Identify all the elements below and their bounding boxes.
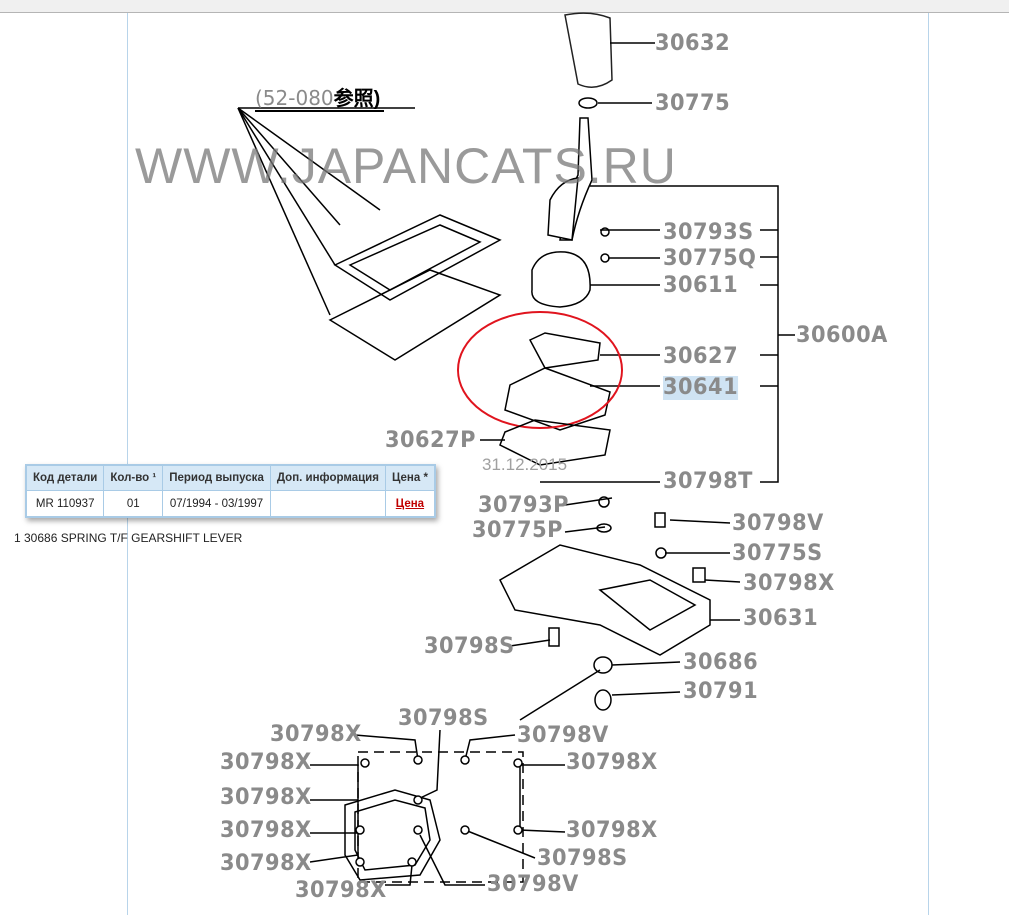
part-label[interactable]: 30798X <box>220 750 312 775</box>
browser-top-bar <box>0 0 1009 13</box>
part-code: MR 110937 <box>25 490 105 517</box>
part-label[interactable]: 30798V <box>517 723 609 748</box>
header-qty: Кол-во ¹ <box>103 465 164 491</box>
part-label[interactable]: 30775S <box>732 541 823 566</box>
part-label[interactable]: 30798V <box>487 872 579 897</box>
qty: 01 <box>103 490 164 517</box>
part-label[interactable]: 30798X <box>566 818 658 843</box>
part-label[interactable]: 30798T <box>663 469 753 494</box>
part-label[interactable]: 30798X <box>566 750 658 775</box>
underlying-part-text: 1 30686 SPRING T/F GEARSHIFT LEVER <box>14 531 243 545</box>
part-label[interactable]: 30686 <box>683 650 759 675</box>
header-period: Период выпуска <box>162 465 271 491</box>
part-label[interactable]: 30793P <box>478 493 569 518</box>
price-link[interactable]: Цена <box>395 497 425 510</box>
watermark: WWW.JAPANCATS.RU <box>135 138 677 194</box>
part-label[interactable]: 30798X <box>220 785 312 810</box>
part-label[interactable]: 30627P <box>385 428 476 453</box>
part-label[interactable]: 30798X <box>295 878 387 903</box>
part-label[interactable]: 30791 <box>683 679 759 704</box>
header-part-code: Код детали <box>25 465 105 491</box>
part-label[interactable]: 30632 <box>655 31 731 56</box>
lever-boot <box>531 251 591 308</box>
reference-suffix: 参照) <box>333 88 381 110</box>
shifter-housing <box>499 544 711 656</box>
reference-header: (52-080参照) <box>255 86 385 112</box>
gasket <box>528 332 601 369</box>
cover-frame <box>333 214 502 301</box>
bottom-gasket <box>344 789 441 881</box>
part-label[interactable]: 30798X <box>743 571 835 596</box>
washer <box>578 97 598 109</box>
part-label[interactable]: 30775 <box>655 91 731 116</box>
part-label[interactable]: 30798X <box>220 851 312 876</box>
part-label[interactable]: 30775Q <box>663 246 757 271</box>
part-label[interactable]: 30611 <box>663 273 739 298</box>
part-label[interactable]: 30600A <box>796 323 888 348</box>
part-label[interactable]: 30798X <box>270 722 362 747</box>
part-label[interactable]: 30798S <box>424 634 515 659</box>
boot-seal <box>328 269 502 361</box>
header-price: Цена * <box>384 465 435 491</box>
part-info-table: Код детали Кол-во ¹ Период выпуска Доп. … <box>25 465 435 517</box>
part-label[interactable]: 30798X <box>220 818 312 843</box>
period: 07/1994 - 03/1997 <box>162 490 271 517</box>
part-label[interactable]: 30793S <box>663 220 754 245</box>
part-label[interactable]: 30798V <box>732 511 824 536</box>
part-label[interactable]: 30631 <box>743 606 819 631</box>
price-cell: Цена <box>384 490 435 517</box>
shift-knob <box>564 12 613 88</box>
page-border-right <box>928 13 929 915</box>
part-label-highlighted[interactable]: 30641 <box>663 375 739 400</box>
table-row: MR 110937 01 07/1994 - 03/1997 Цена <box>25 490 435 517</box>
part-label[interactable]: 30798S <box>398 706 489 731</box>
part-label[interactable]: 30798S <box>537 846 628 871</box>
header-info: Доп. информация <box>269 465 386 491</box>
info <box>269 490 386 517</box>
part-label[interactable]: 30775P <box>472 518 563 543</box>
date-stamp: 31.12.2015 <box>482 455 568 474</box>
highlight-circle <box>457 311 623 429</box>
reference-number[interactable]: (52-080 <box>255 86 334 110</box>
plate <box>504 367 611 431</box>
part-info-popup: Код детали Кол-во ¹ Период выпуска Доп. … <box>25 464 436 518</box>
table-header-row: Код детали Кол-во ¹ Период выпуска Доп. … <box>25 465 435 491</box>
part-label[interactable]: 30627 <box>663 344 739 369</box>
